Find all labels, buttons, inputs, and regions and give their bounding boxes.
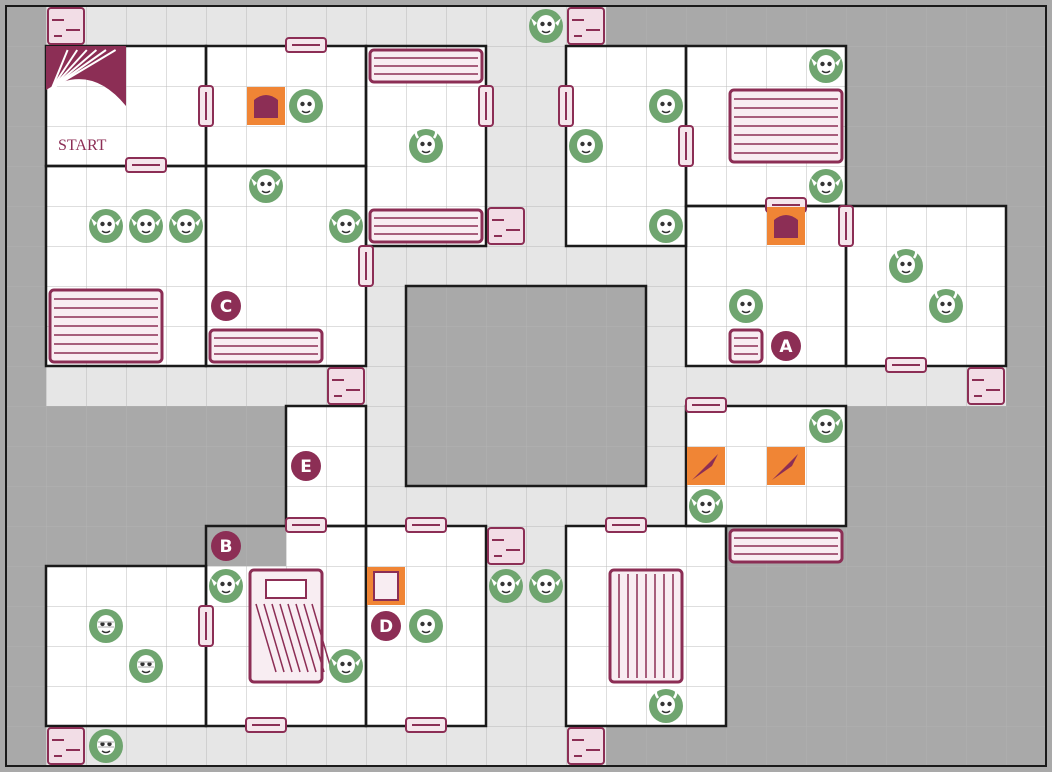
door[interactable] (405, 517, 447, 533)
room-marker-a: A (771, 331, 801, 361)
goblin-monster-icon[interactable] (209, 569, 243, 603)
blocked-square (487, 207, 525, 245)
door[interactable] (478, 85, 494, 127)
blocked-square (567, 727, 605, 765)
blocked-square (487, 527, 525, 565)
goblin-monster-icon[interactable] (529, 569, 563, 603)
goblin-monster-icon[interactable] (329, 649, 363, 683)
door[interactable] (838, 205, 854, 247)
tomb-furniture (248, 568, 333, 684)
door[interactable] (405, 717, 447, 733)
weapons-rack-furniture (208, 328, 324, 364)
room-marker-label: A (779, 337, 793, 357)
furniture (46, 46, 844, 684)
bookcase-furniture (368, 208, 484, 244)
room-marker-d: D (371, 611, 401, 641)
alchemist-bench-furniture (48, 288, 164, 364)
goblin-monster-icon[interactable] (329, 209, 363, 243)
pit-trap (247, 87, 285, 125)
room-marker-label: C (220, 297, 232, 317)
bookcase-furniture (368, 48, 484, 84)
blocked-square (47, 7, 85, 45)
mummy-monster-icon[interactable] (89, 609, 123, 643)
skeleton-monster-icon[interactable] (569, 129, 603, 163)
goblin-monster-icon[interactable] (809, 409, 843, 443)
door[interactable] (285, 517, 327, 533)
room-marker-label: E (300, 457, 312, 477)
door[interactable] (245, 717, 287, 733)
blocked-squares (47, 7, 1005, 765)
door[interactable] (558, 85, 574, 127)
traps (247, 87, 805, 605)
blocked-square (567, 7, 605, 45)
door[interactable] (125, 157, 167, 173)
cupboard-furniture (728, 528, 844, 564)
goblin-monster-icon[interactable] (689, 489, 723, 523)
goblin-monster-icon[interactable] (249, 169, 283, 203)
stairway-furniture (46, 46, 126, 106)
chest-furniture (728, 328, 764, 364)
blocked-square (327, 367, 365, 405)
spear-trap (767, 447, 805, 485)
door[interactable] (885, 357, 927, 373)
room-marker-label: B (220, 537, 233, 557)
mummy-monster-icon[interactable] (89, 729, 123, 763)
chaos-monster-icon[interactable] (929, 288, 963, 323)
pit-trap (767, 207, 805, 245)
doors (125, 37, 927, 733)
door[interactable] (685, 397, 727, 413)
chaos-monster-icon[interactable] (649, 688, 683, 723)
skeleton-monster-icon[interactable] (649, 209, 683, 243)
orc-monster-icon[interactable] (529, 9, 563, 43)
spear-trap (687, 447, 725, 485)
rubble-trap (367, 567, 405, 605)
zombie-monster-icon[interactable] (289, 89, 323, 123)
goblin-monster-icon[interactable] (129, 209, 163, 243)
door[interactable] (285, 37, 327, 53)
rack-furniture (728, 88, 844, 164)
chaos-monster-icon[interactable] (889, 248, 923, 283)
room-markers: A B C D E (211, 291, 801, 641)
goblin-monster-icon[interactable] (89, 209, 123, 243)
goblin-monster-icon[interactable] (489, 569, 523, 603)
door[interactable] (678, 125, 694, 167)
room-marker-c: C (211, 291, 241, 321)
orc-monster-icon[interactable] (809, 169, 843, 203)
mummy-monster-icon[interactable] (129, 649, 163, 683)
table-furniture (608, 568, 684, 684)
skeleton-monster-icon[interactable] (649, 89, 683, 123)
room-marker-e: E (291, 451, 321, 481)
door[interactable] (198, 605, 214, 647)
room-marker-label: D (379, 617, 393, 637)
door[interactable] (358, 245, 374, 287)
monsters (89, 9, 963, 763)
skeleton-monster-icon[interactable] (409, 609, 443, 643)
blocked-square (47, 727, 85, 765)
blocked-square (967, 367, 1005, 405)
chaos-monster-icon[interactable] (409, 128, 443, 163)
door[interactable] (605, 517, 647, 533)
orc-monster-icon[interactable] (809, 49, 843, 83)
start-label: START (58, 137, 107, 154)
goblin-monster-icon[interactable] (169, 209, 203, 243)
door[interactable] (198, 85, 214, 127)
zombie-monster-icon[interactable] (729, 289, 763, 323)
room-marker-b: B (211, 531, 241, 561)
